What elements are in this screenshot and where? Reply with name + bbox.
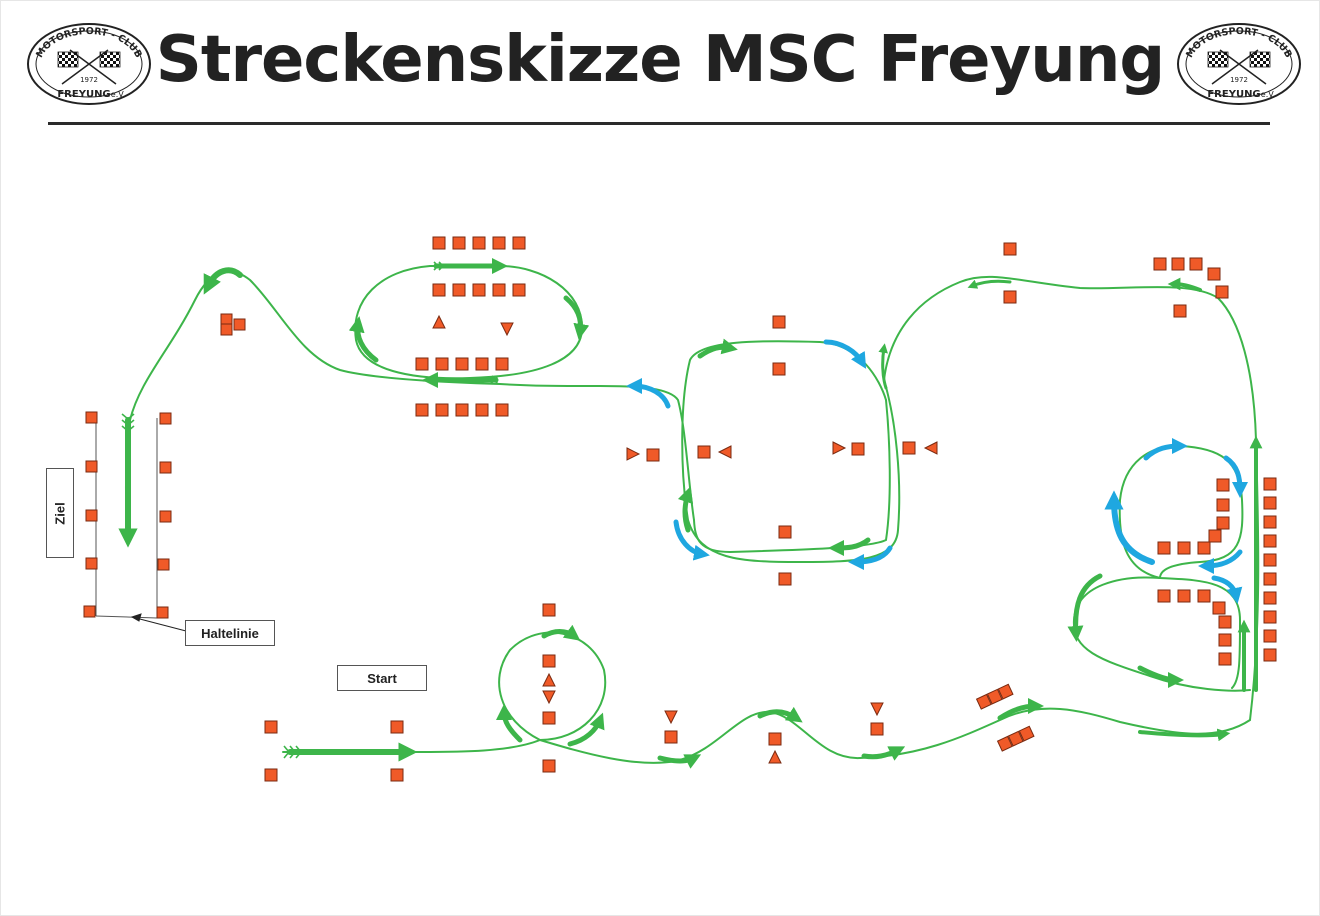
track-line	[124, 265, 1260, 764]
club-logo-right: MOTORSPORT - CLUB 1972 FREYUNG e.V.	[1177, 23, 1301, 105]
logo-suffix: e.V.	[111, 90, 125, 99]
logo-bottom-text: FREYUNG	[1207, 89, 1260, 100]
finish-label: Ziel	[46, 468, 74, 558]
logo-suffix: e.V.	[1261, 90, 1275, 99]
page-title: Streckenskizze MSC Freyung	[155, 23, 1165, 97]
club-logo-left: MOTORSPORT - CLUB 1972 FREYUNG e.V.	[27, 23, 151, 105]
logo-year: 1972	[80, 76, 98, 84]
title-underline	[48, 122, 1270, 125]
chevron-marks	[121, 261, 499, 759]
start-label: Start	[337, 665, 427, 691]
triangle-markers	[432, 314, 938, 764]
blue-arrows	[626, 339, 1248, 604]
logo-year: 1972	[1230, 76, 1248, 84]
cone-markers	[83, 236, 1277, 782]
stop-line-pointer	[130, 613, 187, 632]
green-arrows	[118, 257, 1263, 769]
stop-line	[95, 615, 158, 619]
logo-bottom-text: FREYUNG	[57, 89, 110, 100]
finish-label-text: Ziel	[52, 501, 68, 525]
stop-line-label: Haltelinie	[185, 620, 275, 646]
